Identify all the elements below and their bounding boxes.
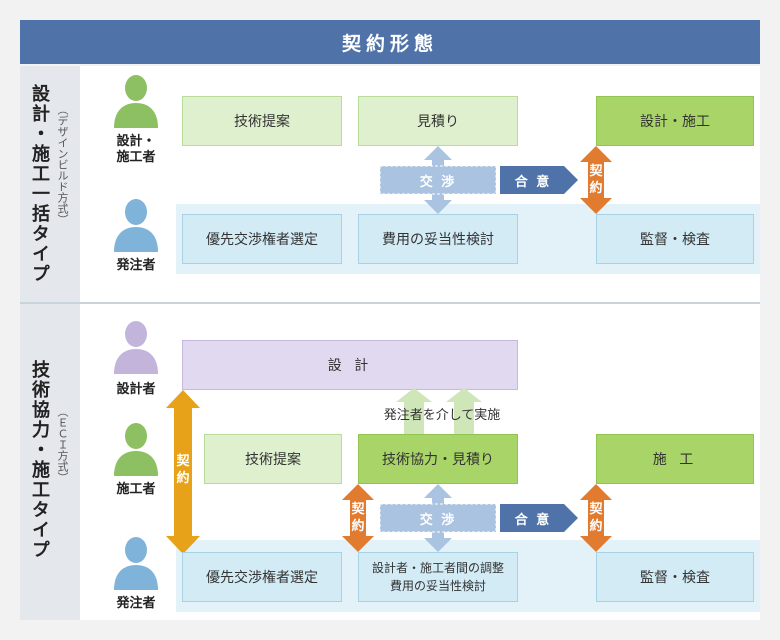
bottom-client-label: 発注者: [116, 596, 156, 611]
builder-contract-arrow: [342, 484, 374, 552]
top-agree-arrow: [500, 166, 578, 194]
bottom-construction-box: 施 工: [596, 434, 754, 484]
bottom-section-sublabel: （ＥＣＩ方式）: [56, 406, 69, 483]
bottom-agree-label: 合 意: [514, 512, 552, 528]
bottom-designer-label: 設計者: [116, 382, 156, 397]
top-section-sublabel: （デザインビルド方式）: [56, 104, 69, 225]
top-agree-label: 合 意: [514, 174, 552, 190]
right-contract-label: 契 約: [589, 502, 603, 534]
top-proposal-box: 技術提案: [182, 96, 342, 146]
client-person-icon: [114, 537, 158, 590]
diagram-title: 契約形態: [20, 20, 760, 64]
bottom-priority-box: 優先交渉権者選定: [182, 552, 342, 602]
section-divider: [20, 302, 760, 304]
bottom-proposal-box: 技術提案: [204, 434, 342, 484]
bottom-section-label: 技術協力・施工タイプ: [29, 360, 50, 560]
bottom-design-box: 設 計: [182, 340, 518, 390]
top-client-label: 発注者: [116, 258, 156, 273]
via-client-arrows: [396, 388, 482, 434]
top-contract-label: 契 約: [589, 164, 603, 196]
bottom-coordination-box: 設計者・施工者間の調整 費用の妥当性検討: [358, 552, 518, 602]
top-negotiate-arrow: [379, 146, 497, 214]
builder-person-icon: [114, 423, 158, 476]
builder-person-icon: [114, 75, 158, 128]
builder-contract-label: 契 約: [351, 502, 365, 534]
top-builder-label: 設計・ 施工者: [116, 134, 156, 165]
designer-person-icon: [114, 321, 158, 374]
bottom-negotiate-label: 交 渉: [419, 512, 457, 528]
designer-contract-arrow: [166, 390, 200, 554]
bottom-negotiate-arrow: [379, 484, 497, 552]
top-section-label-panel: [20, 66, 80, 302]
top-cost-box: 費用の妥当性検討: [358, 214, 518, 264]
client-person-icon: [114, 199, 158, 252]
bottom-builder-label: 施工者: [116, 482, 156, 497]
designer-contract-label: 契 約: [176, 454, 190, 486]
top-priority-box: 優先交渉権者選定: [182, 214, 342, 264]
bottom-coordination-line1: 設計者・施工者間の調整: [371, 561, 504, 575]
top-supervise-box: 監督・検査: [596, 214, 754, 264]
bottom-coop-estimate-box: 技術協力・見積り: [358, 434, 518, 484]
bottom-supervise-box: 監督・検査: [596, 552, 754, 602]
bottom-section-label-panel: [20, 304, 80, 620]
top-contract-arrow: [580, 146, 612, 214]
top-section-label: 設計・施工一括タイプ: [29, 84, 50, 284]
via-client-note: 発注者を介して実施: [383, 408, 501, 423]
top-negotiate-label: 交 渉: [419, 174, 457, 190]
bottom-agree-arrow: [500, 504, 578, 532]
bottom-coordination-line2: 費用の妥当性検討: [389, 579, 486, 593]
right-contract-arrow: [580, 484, 612, 552]
top-estimate-box: 見積り: [358, 96, 518, 146]
top-design-build-box: 設計・施工: [596, 96, 754, 146]
